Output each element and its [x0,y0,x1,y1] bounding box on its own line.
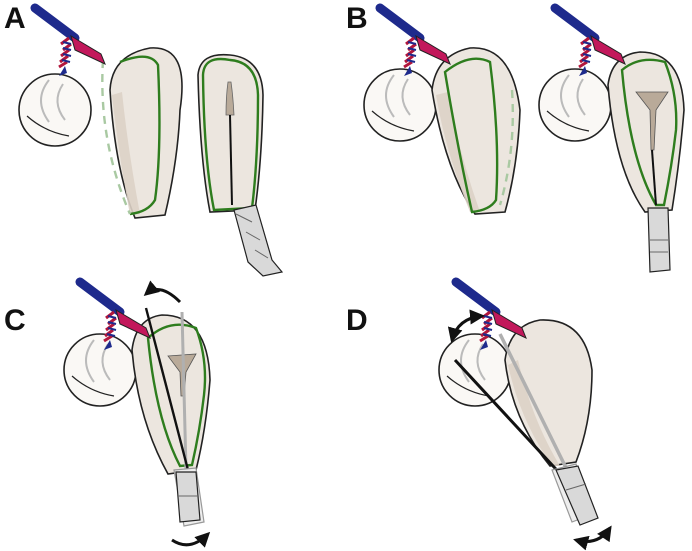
green-margin-b-left [443,57,499,214]
panel-label-d: D [346,304,368,337]
organ-right-b [607,51,685,213]
shaft-ghost-c [180,311,188,471]
instrument-probe-a [233,204,284,277]
organ-c [131,314,211,475]
organ-d [504,319,593,467]
curved-rotation-arrow-d-bottom [573,525,612,551]
panel-b: B [346,2,685,273]
curved-rotation-arrow-c-top [143,280,182,304]
instrument-probe-d [551,463,599,526]
panel-a: A [4,2,284,277]
sphere-c [63,333,137,407]
sphere-b-left [363,68,437,142]
curved-rotation-arrow-d-top [447,309,485,343]
shaft-d [453,358,568,482]
cavity-a [225,81,235,116]
cavity-b [635,91,669,151]
green-margin-a [119,55,161,216]
green-dashed-b [498,89,514,206]
instrument-probe-b [647,207,671,273]
panel-label-b: B [346,2,368,35]
green-margin-b-right [620,58,678,207]
sphere-a [18,73,92,147]
panel-c: C [4,280,211,548]
tube-a [35,8,105,76]
green-margin-c [146,323,207,468]
green-dashed-a [101,59,132,215]
curved-rotation-arrow-c-bottom [171,531,211,548]
shaft-c [144,307,190,471]
sphere-d [438,333,512,407]
panel-d: D [346,282,612,551]
shaft-ghost-d [498,333,574,481]
panel-label-a: A [4,2,26,35]
instrument-probe-c [173,467,205,527]
panel-label-c: C [4,304,26,337]
sphere-b-right [538,68,612,142]
